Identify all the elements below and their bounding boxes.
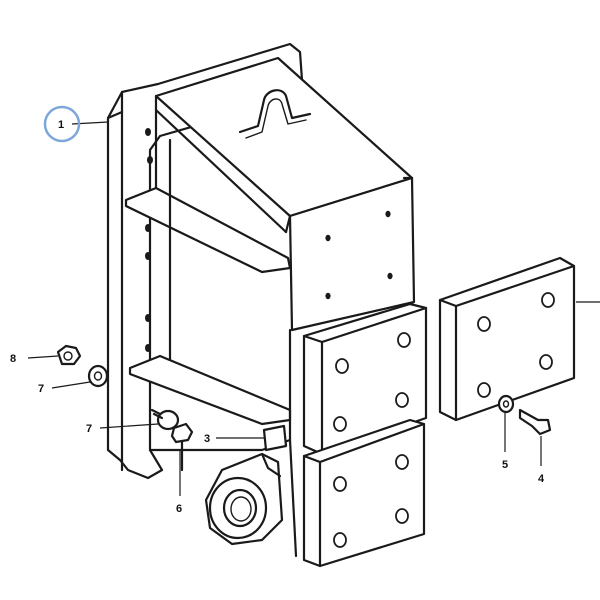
callout-1-highlight-ring [43, 105, 81, 143]
pivot-eye [204, 452, 284, 546]
callout-3[interactable]: 3 [204, 433, 210, 445]
callout-1[interactable]: 1 [58, 119, 64, 131]
callout-4[interactable]: 4 [538, 473, 545, 485]
washer-7-bottom [150, 408, 180, 431]
bolt-6 [170, 422, 194, 472]
callout-6[interactable]: 6 [176, 503, 182, 515]
washer-7-left [87, 364, 109, 388]
callout-7-left[interactable]: 7 [38, 383, 44, 395]
callout-5[interactable]: 5 [502, 459, 508, 471]
separate-wear-plate [438, 256, 576, 422]
main-bracket [106, 42, 428, 568]
lower-wear-plate [302, 418, 426, 568]
callout-8[interactable]: 8 [10, 353, 16, 365]
nut-8 [56, 344, 82, 366]
middle-wear-plate [302, 302, 428, 456]
back-plate-holes [145, 128, 153, 352]
callout-7-bottom[interactable]: 7 [86, 423, 92, 435]
bolt-4 [518, 408, 552, 436]
washer-5 [497, 394, 515, 414]
upper-block-holes [325, 210, 393, 300]
lifting-eye [238, 89, 312, 139]
